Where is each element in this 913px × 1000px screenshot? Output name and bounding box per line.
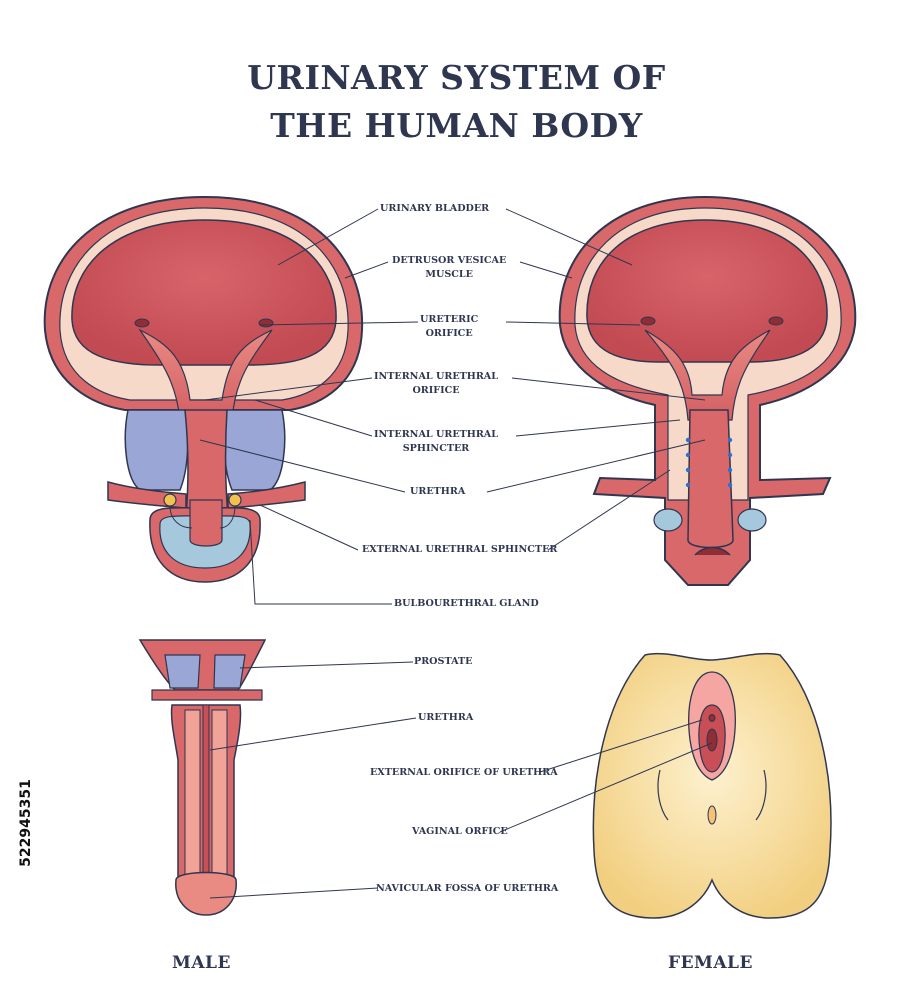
male-penis	[138, 639, 267, 916]
label-urethra-top: URETHRA	[410, 486, 466, 497]
male-glans	[175, 871, 237, 916]
female-vestibule	[694, 546, 731, 556]
male-prostate-right	[223, 409, 286, 491]
label-external-orifice-of-urethra: EXTERNAL ORIFICE OF URETHRA	[370, 767, 558, 778]
page-title-line-2: THE HUMAN BODY	[270, 106, 643, 145]
female-external	[592, 652, 832, 919]
section-label-male: MALE	[172, 953, 231, 973]
female-vaginal-opening	[706, 728, 718, 752]
female-skin-folds	[657, 769, 767, 821]
label-bulbourethral-gland: BULBOURETHRAL GLAND	[394, 598, 539, 609]
female-sphincter-dots	[685, 437, 733, 488]
section-label-female: FEMALE	[668, 953, 753, 973]
male-ureteric-orifice-right	[258, 318, 274, 328]
bulbourethral-gland-right	[228, 493, 242, 507]
male-trigone	[138, 328, 273, 421]
male-prostate-left	[124, 409, 189, 491]
stock-id: 522945351	[18, 779, 34, 867]
female-muscle-right	[737, 508, 767, 532]
female-anus	[707, 805, 717, 825]
label-vaginal-orifice: VAGINAL ORFICE	[412, 826, 508, 837]
female-ureteric-orifice-left	[640, 316, 656, 326]
female-ureteric-orifice-right	[768, 316, 784, 326]
label-navicular-fossa: NAVICULAR FOSSA OF URETHRA	[376, 883, 559, 894]
female-urethra	[687, 409, 734, 549]
male-ureteric-orifice-left	[134, 318, 150, 328]
label-external-urethral-sphincter: EXTERNAL URETHRAL SPHINCTER	[362, 544, 558, 555]
female-trigone	[644, 329, 771, 421]
male-bladder	[43, 195, 364, 583]
male-bladder-lumen	[71, 219, 337, 366]
label-urinary-bladder: URINARY BLADDER	[380, 203, 490, 214]
page-title-line-1: URINARY SYSTEM OF	[247, 58, 666, 97]
label-prostate: PROSTATE	[414, 656, 473, 667]
female-urethral-opening	[708, 714, 716, 722]
female-bladder	[558, 195, 857, 586]
gland-ducts	[169, 505, 236, 529]
male-pelvic-floor-lower	[151, 689, 263, 701]
bulbourethral-gland-left	[163, 493, 177, 507]
label-urethra-bottom: URETHRA	[418, 712, 474, 723]
female-skin	[592, 652, 832, 919]
male-prostate-lobes-lower	[164, 654, 246, 689]
leader-lines	[199, 208, 713, 899]
male-urethra-lower	[189, 499, 223, 547]
male-prostate-lower	[138, 639, 267, 691]
female-muscle-left	[653, 508, 683, 532]
